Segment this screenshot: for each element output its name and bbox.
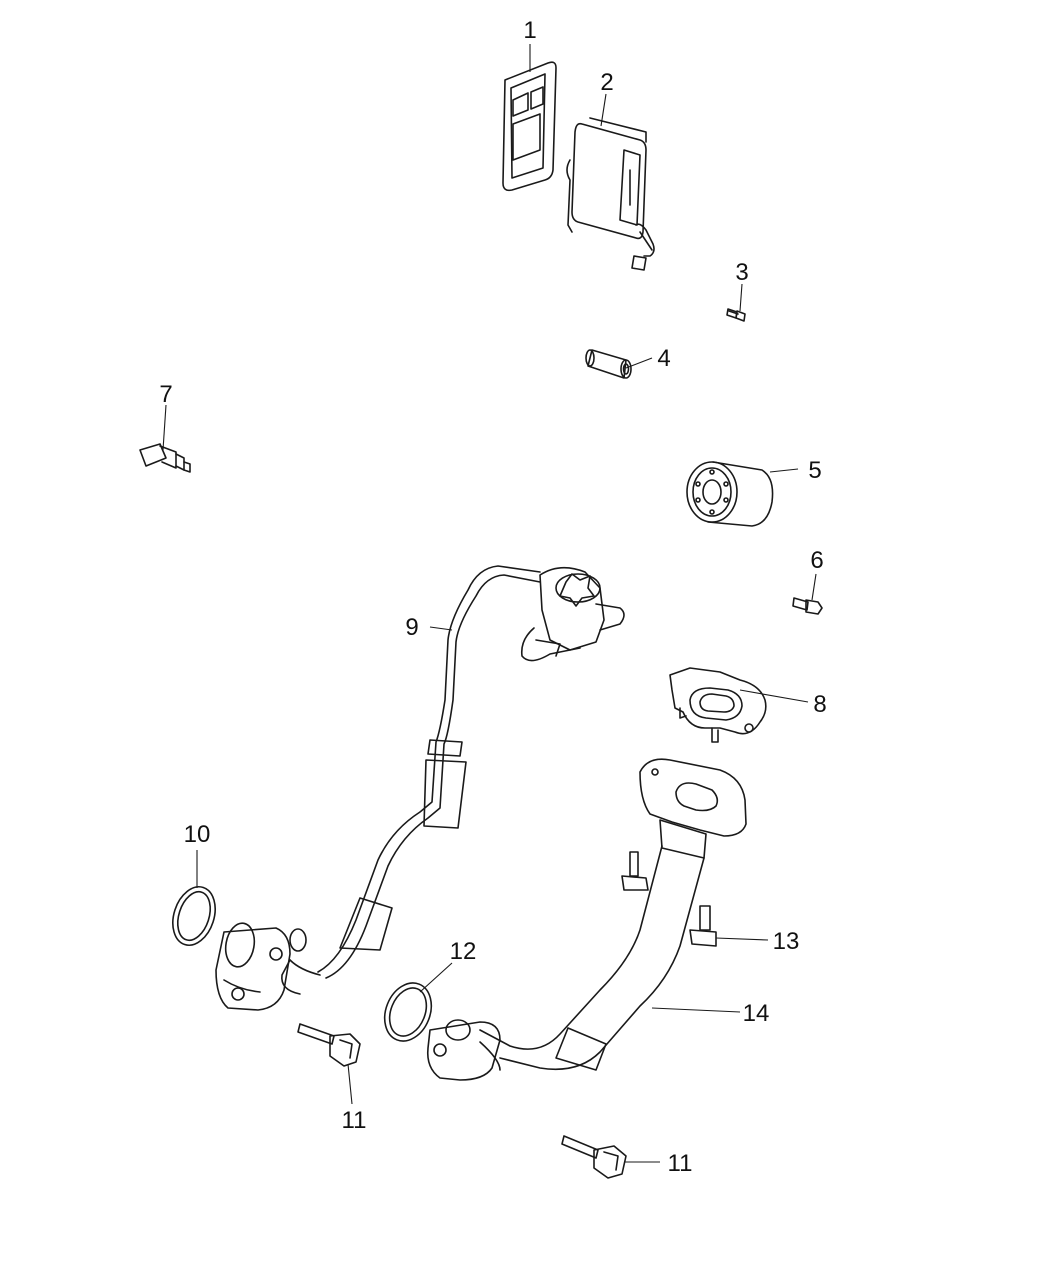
callout-labels: 1 2 3 4 5 6 7 8 9 10 11 11 12 13 14: [159, 17, 826, 1177]
o-ring-right: [383, 982, 433, 1042]
leader-lines: [162, 44, 817, 1163]
oil-feed-line: [281, 565, 625, 995]
oil-line-gasket: [669, 667, 767, 743]
callout-11-bottom: 11: [668, 1150, 693, 1177]
callout-14: 14: [743, 1000, 770, 1027]
small-bolt: [726, 308, 746, 322]
callout-13: 13: [773, 928, 800, 955]
oil-return-line: [426, 758, 747, 1081]
callout-8: 8: [813, 691, 826, 718]
callout-3: 3: [735, 259, 748, 286]
callout-7: 7: [159, 381, 172, 408]
callout-10: 10: [184, 821, 211, 848]
callout-2: 2: [600, 69, 613, 96]
o-ring-left: [172, 886, 216, 946]
oil-cooler: [566, 117, 655, 271]
callout-4: 4: [657, 345, 670, 372]
stud-bolts: [621, 851, 717, 947]
callout-12: 12: [450, 938, 477, 965]
sleeve: [585, 349, 632, 379]
temperature-sensor: [139, 443, 191, 473]
oil-feed-flange: [215, 922, 321, 1011]
flange-bolt-bottom: [561, 1135, 627, 1179]
callout-5: 5: [808, 457, 821, 484]
oil-cooler-gasket: [502, 61, 557, 192]
callout-9: 9: [405, 614, 418, 641]
callout-6: 6: [810, 547, 823, 574]
oil-filter: [686, 461, 774, 527]
callout-11-left: 11: [342, 1107, 367, 1134]
flange-bolt-left: [297, 1023, 361, 1067]
filter-bolt: [792, 597, 823, 615]
callout-1: 1: [523, 17, 536, 44]
